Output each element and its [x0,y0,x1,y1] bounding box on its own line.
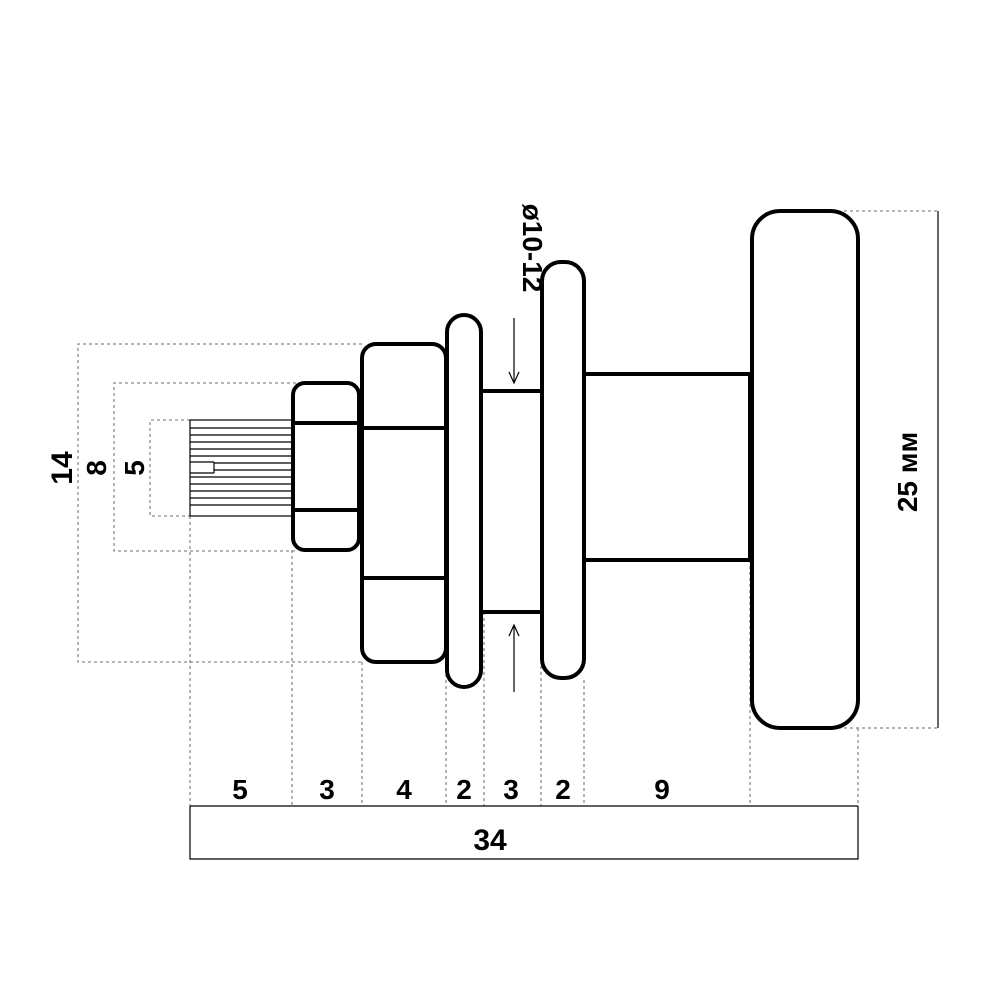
thread-body [189,419,295,517]
knob-height-label: 25 мм [892,432,923,512]
diameter-arrows [508,318,520,692]
shaft-gap [481,389,542,614]
segment-label-2: 3 [319,774,335,805]
segment-label-3: 4 [396,774,412,805]
height-8-frame [113,382,296,552]
diameter-label: ø10-12 [517,204,548,293]
dimension-rows [189,805,859,860]
segment-label-4: 2 [456,774,472,805]
total-row-frame [189,806,859,860]
small-hex-nut [291,381,361,552]
arrow-bottom-head [508,623,520,637]
thread-lines [190,427,292,506]
segment-label-5: 3 [503,774,519,805]
arrow-top-head [508,371,520,385]
knob-shaft [582,372,752,562]
knob-head [750,209,860,730]
total-length-label: 34 [473,824,507,857]
segment-label-7: 9 [654,774,670,805]
height-8-label: 8 [81,460,112,476]
large-hex-nut [360,342,448,664]
threaded-stud [189,419,295,517]
segment-label-1: 5 [232,774,248,805]
large-nut-body [360,342,448,664]
small-nut-body [291,381,361,552]
washer-left [445,313,483,689]
washer-right [540,260,586,680]
height-14-frame [77,343,362,663]
height-14-label: 14 [46,451,79,485]
dashed-reference-lines [77,210,938,806]
dimension-labels: 5 3 4 2 3 2 9 34 14 8 5 ø10-12 25 мм [46,204,923,857]
segment-label-6: 2 [555,774,571,805]
height-5-label: 5 [119,460,150,476]
height-5-frame [149,419,190,517]
